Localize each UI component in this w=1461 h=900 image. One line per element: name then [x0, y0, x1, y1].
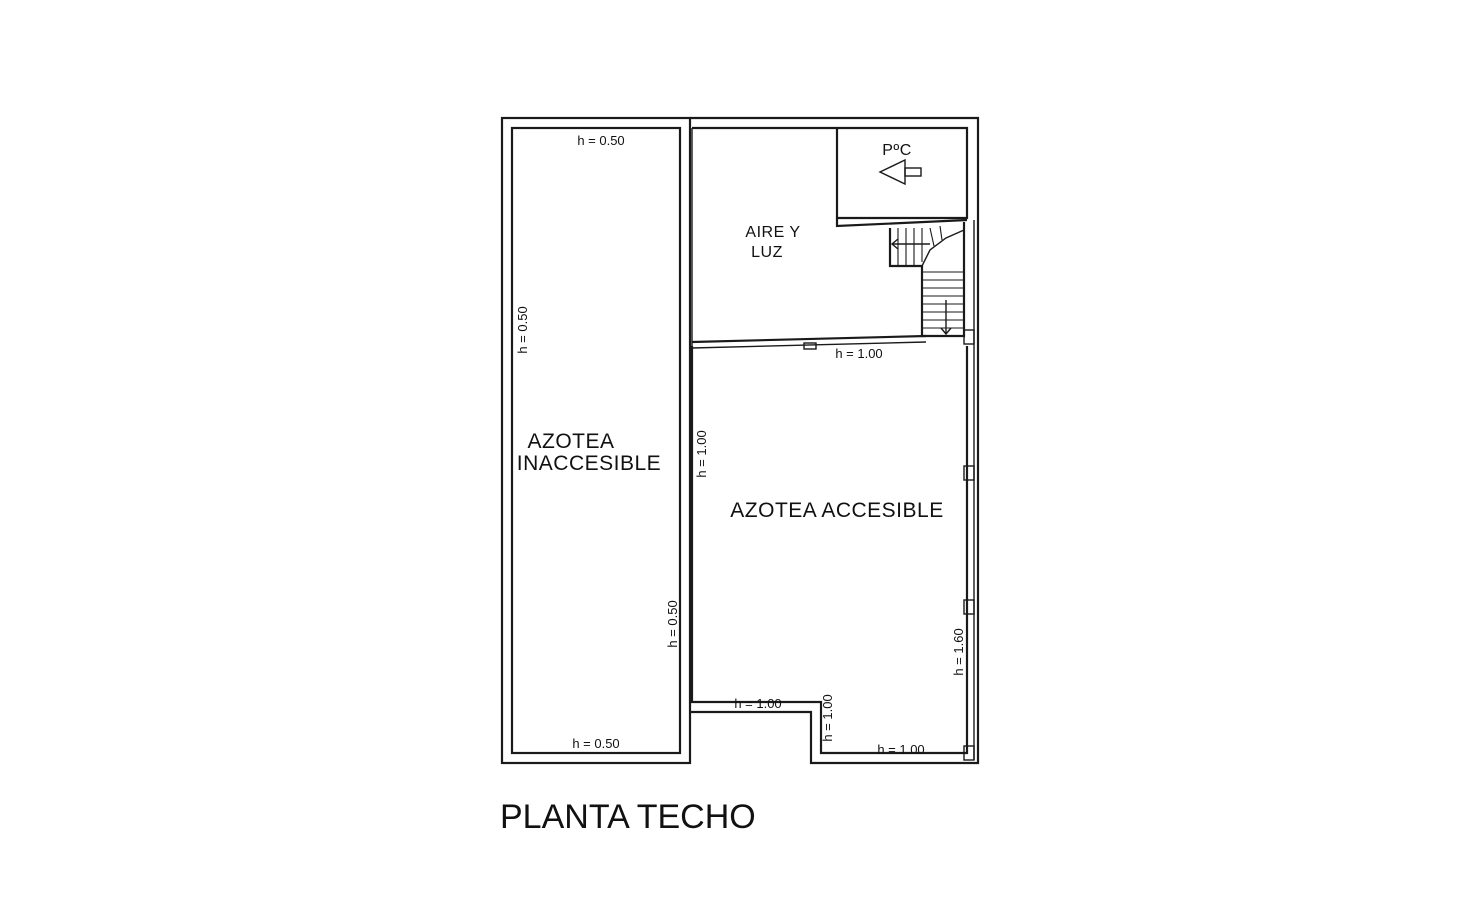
patio-bottom-wall	[691, 334, 927, 344]
height-label: h = 0.50	[572, 736, 619, 751]
aire-luz-label-1: AIRE Y	[745, 224, 800, 241]
azotea-inaccesible-label-1: AZOTEA	[527, 430, 614, 453]
accessible-roof-bottom-parapet	[690, 346, 969, 755]
accessible-roof-parapet	[692, 126, 969, 220]
height-label: h = 1.60	[951, 628, 966, 675]
wall-post	[963, 329, 975, 345]
azotea-accesible-label: AZOTEA ACCESIBLE	[730, 499, 943, 522]
azotea-inaccesible-parapet	[510, 126, 682, 755]
azotea-inaccesible-label-2: INACCESIBLE	[517, 452, 661, 475]
height-label: h = 1.00	[877, 742, 924, 757]
staircase	[888, 222, 966, 338]
height-label: h = 0.50	[665, 600, 680, 647]
height-label: h = 0.50	[577, 133, 624, 148]
pc-shaft-wall	[835, 218, 968, 228]
plan-title: PLANTA TECHO	[500, 798, 756, 836]
building-outer-wall	[690, 116, 980, 765]
wall-post	[963, 599, 975, 615]
patio-bottom-wall-inner	[691, 341, 927, 349]
height-label: h = 1.00	[734, 696, 781, 711]
height-label: h = 1.00	[835, 346, 882, 361]
azotea-inaccesible-outer-wall	[500, 116, 692, 765]
pc-label: PºC	[882, 142, 912, 159]
height-label: h = 1.00	[820, 694, 835, 741]
wall-post	[963, 465, 975, 481]
arrow-left-icon	[878, 158, 922, 186]
patio-wall-post	[803, 342, 817, 350]
height-label: h = 1.00	[694, 430, 709, 477]
aire-luz-label-2: LUZ	[751, 244, 783, 261]
height-label: h = 0.50	[515, 306, 530, 353]
